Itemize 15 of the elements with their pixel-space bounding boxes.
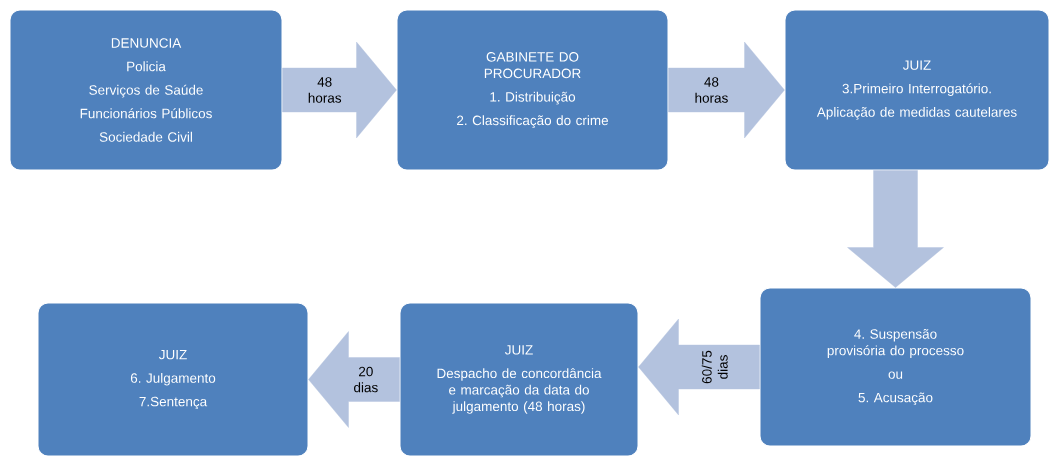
edge-label: 60/75 dias [701, 350, 728, 384]
process-box: 4. Suspensão provisória do processo ou 5. Acusação [759, 287, 1032, 447]
process-box: JUIZ Despacho de concordância e marcação da data do julgamento (48 horas) [399, 302, 639, 457]
block-arrow [847, 170, 944, 288]
process-box: JUIZ 3.Primeiro Interrogatório. Aplicação de medidas cautelares [784, 9, 1050, 171]
process-box: GABINETE DO PROCURADOR 1. Distribuição 2. Classificação do crime [396, 9, 669, 171]
edge-label: 48 horas [695, 77, 728, 103]
edge-label: 20 dias [354, 366, 378, 393]
edge-label: 48 horas [308, 77, 342, 103]
block-arrow [638, 318, 760, 416]
process-box: DENUNCIA Policia Serviços de Saúde Funcionários Públicos Sociedade Civil [9, 9, 283, 171]
process-box: JUIZ 6. Julgamento 7.Sentença [37, 302, 309, 457]
block-arrow [308, 331, 400, 428]
block-arrow [668, 41, 785, 139]
block-arrow [282, 41, 397, 139]
